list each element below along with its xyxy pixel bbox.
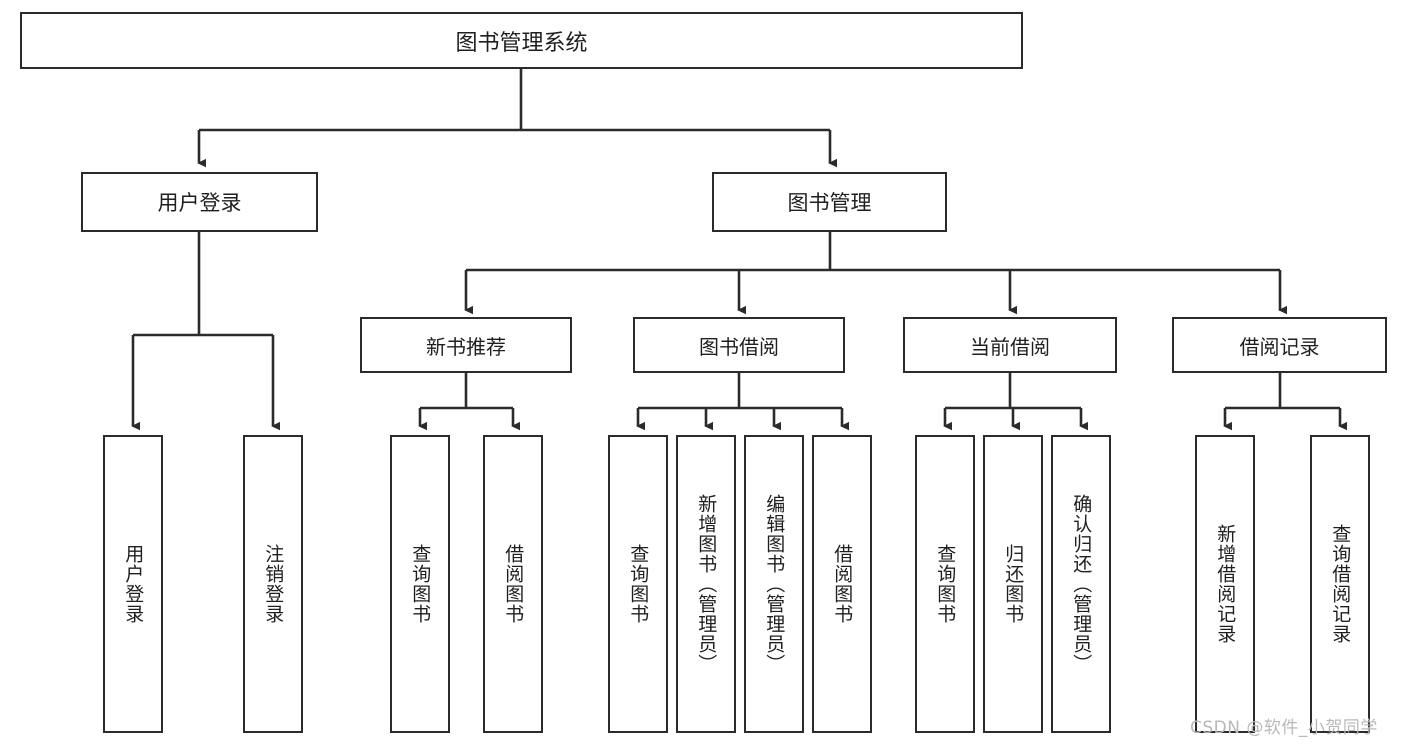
node-label: 新增借阅记录 [1214, 524, 1237, 644]
leaf-edit-book-admin[interactable]: 编辑图书（管理员） [744, 435, 804, 733]
node-current-borrow[interactable]: 当前借阅 [903, 317, 1117, 373]
csdn-watermark: CSDN @软件_小贺同学 [1190, 718, 1378, 738]
node-label: 用户登录 [122, 544, 145, 624]
leaf-user-login[interactable]: 用户登录 [103, 435, 163, 733]
leaf-borrow-book-recommend[interactable]: 借阅图书 [483, 435, 543, 733]
node-book-borrow[interactable]: 图书借阅 [633, 317, 845, 373]
node-label: 查询图书 [627, 544, 650, 624]
node-label: 查询借阅记录 [1329, 524, 1352, 644]
node-label: 归还图书 [1002, 544, 1025, 624]
leaf-query-book-recommend[interactable]: 查询图书 [390, 435, 450, 733]
leaf-query-book-current[interactable]: 查询图书 [915, 435, 975, 733]
node-label: 图书管理系统 [455, 30, 588, 56]
node-root-system[interactable]: 图书管理系统 [20, 12, 1023, 69]
leaf-query-borrow-record[interactable]: 查询借阅记录 [1310, 435, 1370, 733]
node-label: 借阅图书 [502, 544, 525, 624]
node-label: 借阅记录 [1239, 334, 1320, 359]
node-new-book-recommend[interactable]: 新书推荐 [360, 317, 572, 373]
node-label: 确认归还（管理员） [1070, 494, 1093, 674]
leaf-add-book-admin[interactable]: 新增图书（管理员） [676, 435, 736, 733]
leaf-query-book-borrow[interactable]: 查询图书 [608, 435, 668, 733]
node-label: 当前借阅 [970, 334, 1050, 359]
node-book-management[interactable]: 图书管理 [712, 172, 947, 232]
node-label: 编辑图书（管理员） [763, 494, 786, 674]
node-label: 用户登录 [157, 191, 242, 215]
leaf-borrow-book[interactable]: 借阅图书 [812, 435, 872, 733]
node-label: 图书管理 [787, 191, 872, 215]
node-label: 图书借阅 [699, 334, 779, 359]
node-label: 注销登录 [262, 544, 285, 624]
node-label: 借阅图书 [831, 544, 854, 624]
node-label: 查询图书 [409, 544, 432, 624]
leaf-logout[interactable]: 注销登录 [243, 435, 303, 733]
node-user-login[interactable]: 用户登录 [81, 172, 318, 232]
node-borrow-records[interactable]: 借阅记录 [1172, 317, 1387, 373]
node-label: 查询图书 [934, 544, 957, 624]
node-label: 新书推荐 [426, 334, 506, 359]
node-label: 新增图书（管理员） [695, 494, 718, 674]
leaf-confirm-return-admin[interactable]: 确认归还（管理员） [1051, 435, 1111, 733]
leaf-add-borrow-record[interactable]: 新增借阅记录 [1195, 435, 1255, 733]
leaf-return-book[interactable]: 归还图书 [983, 435, 1043, 733]
